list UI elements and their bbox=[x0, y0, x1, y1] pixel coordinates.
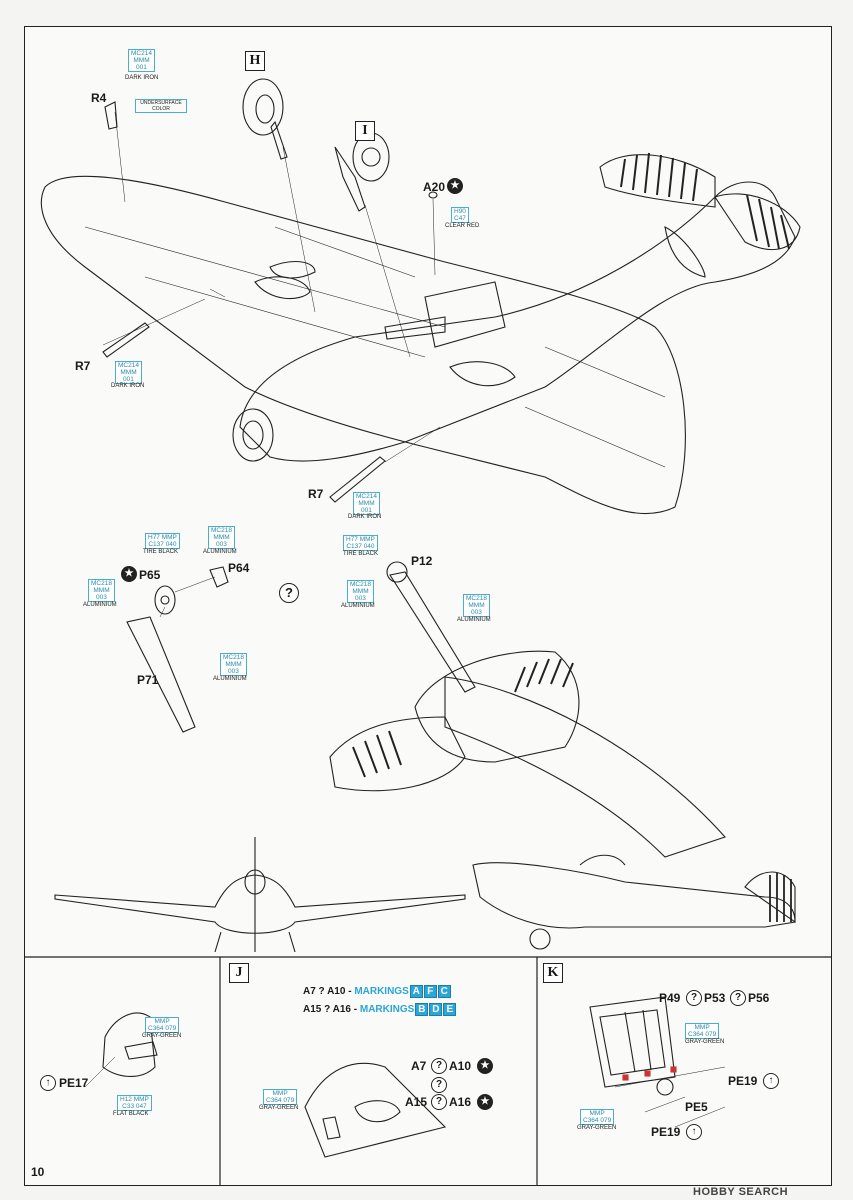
part-label-a16: A16 bbox=[449, 1095, 472, 1109]
paint-name: TIRE BLACK bbox=[143, 549, 179, 555]
paint-name: GRAY-GREEN bbox=[259, 1105, 299, 1111]
fuselage-outline bbox=[239, 181, 796, 462]
paint-name: ALUMINIUM bbox=[203, 549, 237, 555]
part-label-r7: R7 bbox=[308, 487, 324, 501]
tail-plane-right bbox=[714, 193, 801, 250]
part-label-p49: P49 bbox=[659, 991, 681, 1005]
arrow-icon: ↑ bbox=[763, 1073, 779, 1089]
part-label-r7: R7 bbox=[75, 359, 91, 373]
tail-wheel bbox=[154, 585, 176, 615]
p12-strut bbox=[389, 571, 476, 693]
part-label-pe19: PE19 bbox=[728, 1074, 758, 1088]
star-icon: ★ bbox=[121, 566, 137, 582]
front-view bbox=[54, 874, 466, 934]
wing-outline bbox=[40, 175, 686, 515]
tail-wheel-strut bbox=[126, 616, 196, 733]
page-number: 10 bbox=[31, 1165, 45, 1179]
r7-gun-right bbox=[329, 456, 386, 503]
star-icon: ★ bbox=[477, 1058, 493, 1074]
question-icon: ? bbox=[431, 1077, 447, 1093]
spinner bbox=[232, 408, 274, 462]
paint-name: ALUMINIUM bbox=[83, 602, 117, 608]
question-icon: ? bbox=[279, 583, 299, 603]
question-icon: ? bbox=[730, 990, 746, 1006]
part-label-p12: P12 bbox=[411, 554, 433, 568]
step-h: H bbox=[245, 51, 265, 71]
paint-name: TIRE BLACK bbox=[343, 551, 379, 557]
line-art bbox=[25, 78, 831, 1185]
part-label-p53: P53 bbox=[704, 991, 726, 1005]
arrow-icon: ↑ bbox=[40, 1075, 56, 1091]
part-label-a15: A15 bbox=[405, 1095, 428, 1109]
part-label-a7: A7 bbox=[411, 1059, 427, 1073]
part-label-p64: P64 bbox=[228, 561, 250, 575]
part-label-p65: P65 bbox=[139, 568, 161, 582]
part-label-pe5: PE5 bbox=[685, 1100, 708, 1114]
question-icon: ? bbox=[431, 1094, 447, 1110]
arrow-icon: ↑ bbox=[686, 1124, 702, 1140]
part-label-a10: A10 bbox=[449, 1059, 472, 1073]
paint-name: ALUMINIUM bbox=[213, 676, 247, 682]
paint-name: DARK IRON bbox=[348, 514, 382, 520]
paint-name: ALUMINIUM bbox=[457, 617, 491, 623]
star-icon: ★ bbox=[447, 178, 463, 194]
paint-name: GRAY-GREEN bbox=[142, 1033, 182, 1039]
paint-name: CLEAR RED bbox=[445, 223, 480, 229]
wheel-h bbox=[242, 78, 284, 136]
paint-name: FLAT BLACK bbox=[113, 1111, 149, 1117]
part-label-r4: R4 bbox=[91, 91, 107, 105]
paint-name: ALUMINIUM bbox=[341, 603, 375, 609]
paint-name: GRAY-GREEN bbox=[577, 1125, 617, 1131]
side-view bbox=[472, 862, 796, 929]
star-icon: ★ bbox=[477, 1094, 493, 1110]
part-label-a20: A20 bbox=[423, 180, 446, 194]
part-label-pe19: PE19 bbox=[651, 1125, 681, 1139]
tail-fin bbox=[664, 226, 706, 278]
paint-name: DARK IRON bbox=[111, 383, 145, 389]
watermark: HOBBY SEARCH bbox=[693, 1186, 789, 1198]
paint-name: GRAY-GREEN bbox=[685, 1039, 725, 1045]
paint-name: DARK IRON bbox=[125, 75, 159, 81]
step-k: K bbox=[543, 963, 563, 983]
tail-plane-upper bbox=[599, 154, 716, 208]
step-j: J bbox=[229, 963, 249, 983]
part-label-p71: P71 bbox=[137, 673, 159, 687]
question-icon: ? bbox=[431, 1058, 447, 1074]
r7-gun-left bbox=[102, 322, 150, 358]
instruction-sheet: R4 R7 R7 A20 ★ ★ P65 P64 P71 P12 ? H I J… bbox=[24, 26, 832, 1186]
part-label-pe17: PE17 bbox=[59, 1076, 89, 1090]
step-i: I bbox=[355, 121, 375, 141]
paint-name: UNDERSURFACE COLOR bbox=[135, 99, 187, 113]
part-label-p56: P56 bbox=[748, 991, 770, 1005]
question-icon: ? bbox=[686, 990, 702, 1006]
